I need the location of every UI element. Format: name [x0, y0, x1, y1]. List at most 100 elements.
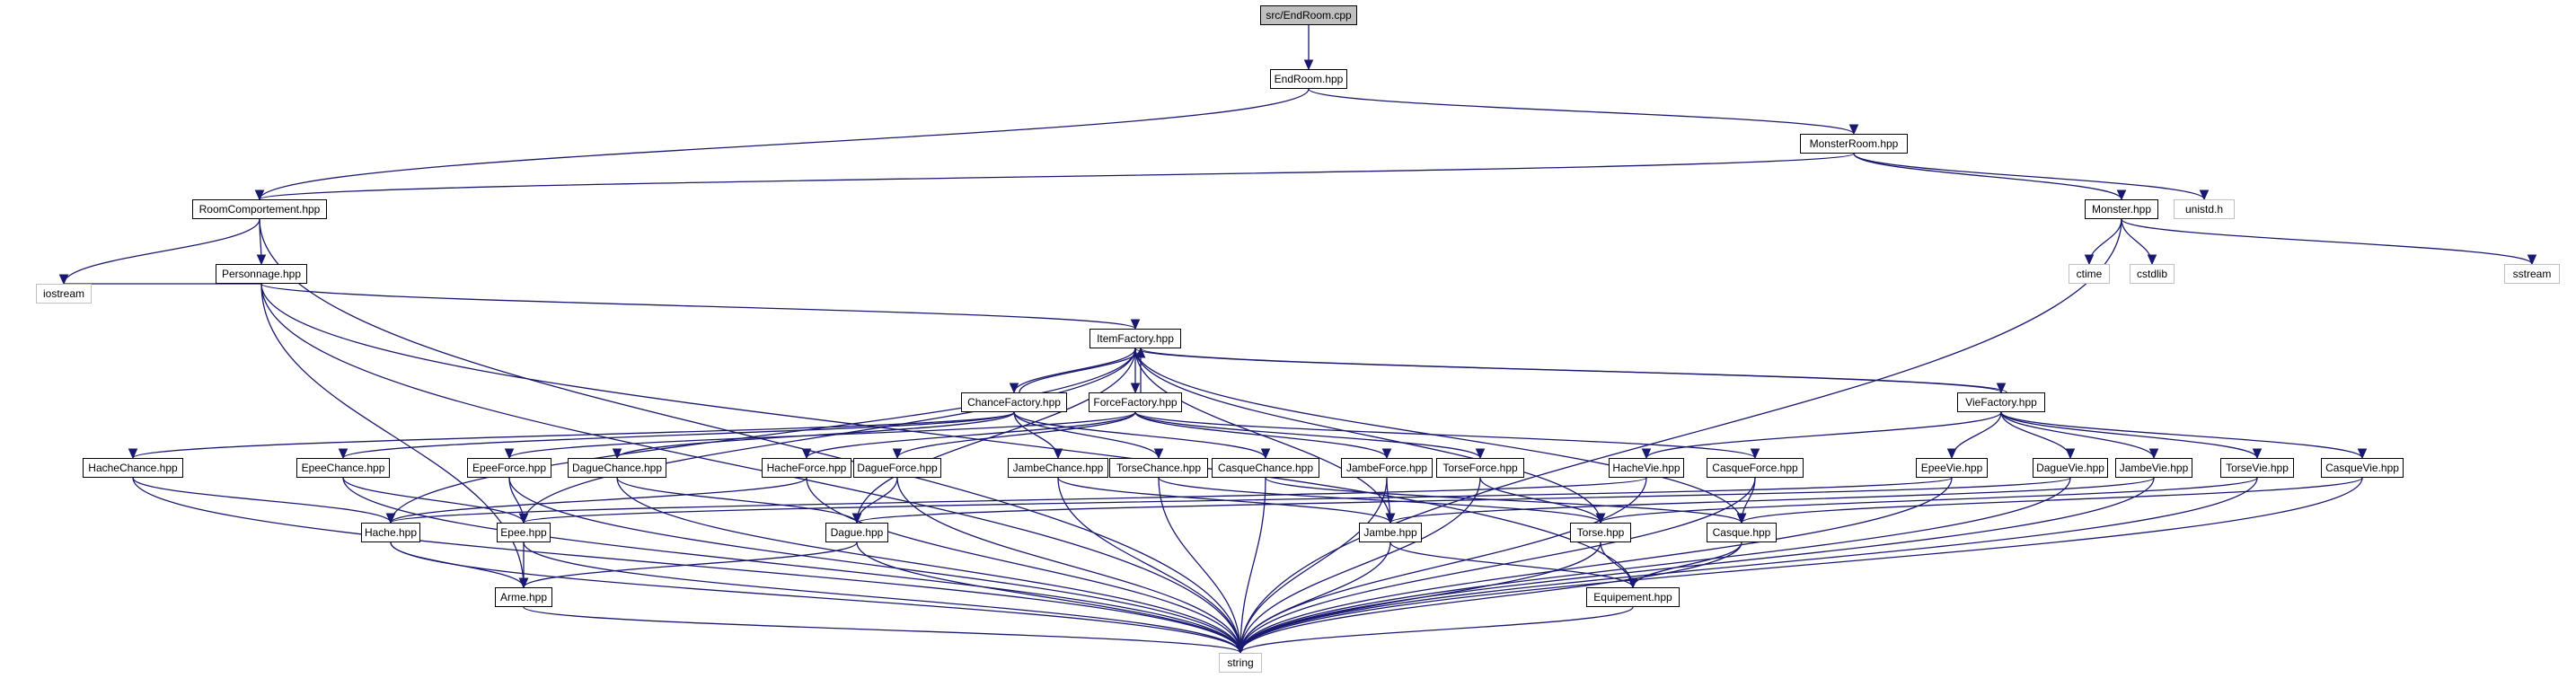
node-monster-hpp[interactable]: Monster.hpp — [2085, 199, 2158, 219]
edge-vie-factory-to-epee-vie — [1951, 411, 2002, 459]
node-dague-chance-hpp[interactable]: DagueChance.hpp — [568, 458, 666, 478]
edge-item-factory-to-dague — [856, 348, 1136, 524]
node-torse-hpp[interactable]: Torse.hpp — [1570, 523, 1631, 542]
node-dague-force-hpp[interactable]: DagueForce.hpp — [853, 458, 941, 478]
edge-dague-to-arme — [523, 542, 858, 588]
edge-casque-chance-to-casque — [1265, 477, 1742, 524]
node-epee-force-hpp[interactable]: EpeeForce.hpp — [467, 458, 551, 478]
edge-item-factory-to-chance-factory-arrowhead — [1009, 383, 1019, 394]
edge-force-factory-to-epee-force-arrowhead — [504, 448, 515, 460]
node-unistd-h[interactable]: unistd.h — [2174, 199, 2235, 219]
edge-vie-factory-to-jambe-vie — [2000, 411, 2155, 459]
edge-force-factory-to-casque-force — [1134, 411, 1756, 459]
node-casque-hpp[interactable]: Casque.hpp — [1707, 523, 1777, 542]
node-epee-hpp[interactable]: Epee.hpp — [497, 523, 551, 542]
edge-item-factory-to-torse — [1134, 348, 1601, 524]
node-hache-chance-hpp[interactable]: HacheChance.hpp — [83, 458, 183, 478]
edge-force-factory-to-epee-force — [508, 411, 1136, 459]
edge-dague-to-string — [856, 542, 1241, 654]
edge-force-factory-to-jambe-force-arrowhead — [1381, 448, 1392, 460]
edge-force-factory-to-hache-force — [806, 411, 1136, 459]
node-string[interactable]: string — [1219, 653, 1262, 673]
edge-monster-room-to-room-comportement-arrowhead — [254, 189, 265, 201]
edge-casque-to-string — [1239, 542, 1742, 654]
node-force-factory-hpp[interactable]: ForceFactory.hpp — [1089, 392, 1182, 412]
edge-vie-factory-to-torse-vie-arrowhead — [2252, 448, 2263, 460]
node-casque-chance-hpp[interactable]: CasqueChance.hpp — [1212, 458, 1319, 478]
node-dague-vie-hpp[interactable]: DagueVie.hpp — [2033, 458, 2108, 478]
node-ctime[interactable]: ctime — [2069, 264, 2110, 284]
node-vie-factory-hpp[interactable]: VieFactory.hpp — [1957, 392, 2045, 412]
node-chance-factory-hpp[interactable]: ChanceFactory.hpp — [961, 392, 1067, 412]
edge-vie-factory-to-hache-vie-arrowhead — [1641, 448, 1652, 460]
edge-chance-factory-to-torse-chance — [1013, 411, 1160, 459]
node-hache-hpp[interactable]: Hache.hpp — [361, 523, 420, 542]
node-torse-vie-hpp[interactable]: TorseVie.hpp — [2220, 458, 2294, 478]
node-torse-chance-hpp[interactable]: TorseChance.hpp — [1109, 458, 1208, 478]
edge-personnage-to-equipement — [260, 283, 1634, 588]
edge-hache-vie-to-hache-arrowhead — [385, 513, 396, 524]
node-jambe-hpp[interactable]: Jambe.hpp — [1359, 523, 1422, 542]
edge-hache-chance-to-hache — [132, 477, 392, 524]
edge-vie-factory-to-casque-vie-arrowhead — [2357, 448, 2368, 460]
edge-item-factory-to-chance-factory — [1013, 348, 1136, 393]
edge-vie-factory-to-jambe-vie-arrowhead — [2148, 448, 2159, 460]
edge-monster-to-ctime-arrowhead — [2084, 254, 2095, 266]
node-iostream[interactable]: iostream — [36, 284, 92, 304]
edge-personnage-to-string — [260, 283, 1241, 654]
edge-chance-factory-to-epee-chance — [342, 411, 1015, 459]
edge-dague-force-to-dague — [856, 477, 898, 524]
edge-monster-to-ctime — [2088, 218, 2122, 265]
edge-hache-to-string — [390, 542, 1241, 654]
edge-end-room-to-monster-room — [1308, 88, 1855, 135]
node-personnage-hpp[interactable]: Personnage.hpp — [216, 264, 307, 284]
node-jambe-vie-hpp[interactable]: JambeVie.hpp — [2115, 458, 2192, 478]
edge-monster-room-to-monster — [1853, 153, 2122, 200]
edge-chance-factory-to-jambe-chance-arrowhead — [1053, 448, 1063, 460]
edge-force-factory-to-dague-force — [896, 411, 1136, 459]
node-hache-vie-hpp[interactable]: HacheVie.hpp — [1609, 458, 1684, 478]
node-casque-vie-hpp[interactable]: CasqueVie.hpp — [2321, 458, 2404, 478]
edge-item-factory-to-force-factory-arrowhead — [1130, 383, 1141, 394]
node-end-room-cpp[interactable]: src/EndRoom.cpp — [1260, 5, 1357, 25]
node-torse-force-hpp[interactable]: TorseForce.hpp — [1436, 458, 1524, 478]
edge-personnage-to-item-factory-arrowhead — [1130, 319, 1141, 330]
node-hache-force-hpp[interactable]: HacheForce.hpp — [762, 458, 851, 478]
node-monster-room-hpp[interactable]: MonsterRoom.hpp — [1800, 134, 1908, 154]
node-item-factory-hpp[interactable]: ItemFactory.hpp — [1090, 329, 1181, 348]
edge-monster-to-sstream-arrowhead — [2527, 254, 2537, 266]
edge-torse-vie-to-string — [1239, 477, 2258, 654]
node-epee-vie-hpp[interactable]: EpeeVie.hpp — [1916, 458, 1988, 478]
edge-monster-room-to-room-comportement — [259, 153, 1855, 200]
node-jambe-force-hpp[interactable]: JambeForce.hpp — [1341, 458, 1433, 478]
edge-chance-factory-to-dague-chance-arrowhead — [612, 448, 622, 460]
edge-chance-factory-to-casque-chance-arrowhead — [1260, 448, 1271, 460]
edge-end-room-to-monster-room-arrowhead — [1848, 124, 1859, 136]
edge-personnage-to-item-factory — [260, 283, 1136, 330]
node-arme-hpp[interactable]: Arme.hpp — [495, 587, 552, 607]
edge-item-factory-to-vie-factory-arrowhead — [1996, 383, 2007, 394]
edge-dague-chance-to-dague — [616, 477, 858, 524]
node-room-comportement-hpp[interactable]: RoomComportement.hpp — [192, 199, 327, 219]
edge-jambe-force-to-string — [1239, 477, 1388, 654]
edge-room-comportement-to-string — [259, 218, 1241, 654]
node-epee-chance-hpp[interactable]: EpeeChance.hpp — [296, 458, 390, 478]
edge-force-factory-to-dague-force-arrowhead — [892, 448, 903, 460]
edge-epee-vie-to-epee — [523, 477, 1953, 524]
edge-casque-force-to-string — [1239, 477, 1756, 654]
node-casque-force-hpp[interactable]: CasqueForce.hpp — [1707, 458, 1804, 478]
edge-torse-chance-to-string — [1158, 477, 1241, 654]
edge-hache-force-to-hache — [390, 477, 807, 524]
node-sstream[interactable]: sstream — [2504, 264, 2560, 284]
node-equipement-hpp[interactable]: Equipement.hpp — [1586, 587, 1680, 607]
edge-jambe-vie-to-jambe — [1389, 477, 2155, 524]
edge-equipement-to-string — [1239, 606, 1634, 654]
node-jambe-chance-hpp[interactable]: JambeChance.hpp — [1008, 458, 1108, 478]
node-cstdlib[interactable]: cstdlib — [2130, 264, 2175, 284]
edge-epee-to-string — [523, 542, 1241, 654]
node-end-room-hpp[interactable]: EndRoom.hpp — [1270, 69, 1347, 89]
edge-monster-room-to-unistd — [1853, 153, 2205, 200]
node-dague-hpp[interactable]: Dague.hpp — [825, 523, 888, 542]
edge-torse-chance-to-torse — [1158, 477, 1601, 524]
edge-casque-to-equipement — [1632, 542, 1742, 588]
